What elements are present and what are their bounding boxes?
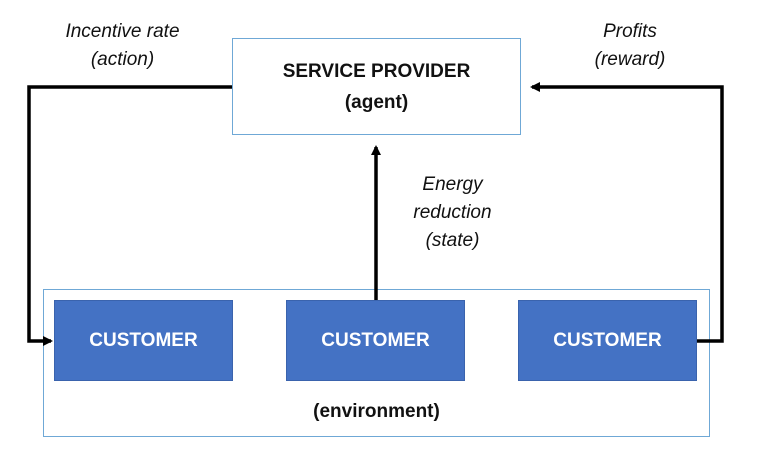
customer-box-3: CUSTOMER: [518, 300, 697, 381]
state-label-line1: Energy: [422, 174, 483, 195]
reward-label-line2: (reward): [594, 49, 666, 70]
agent-title: SERVICE PROVIDER: [282, 61, 471, 82]
action-label: Incentive rate (action): [40, 18, 205, 74]
reward-label: Profits (reward): [570, 18, 690, 74]
state-label-line2: reduction: [413, 202, 492, 223]
state-label-line3: (state): [425, 230, 480, 251]
customer-box-1: CUSTOMER: [54, 300, 233, 381]
customer-box-2: CUSTOMER: [286, 300, 465, 381]
state-label: Energy reduction (state): [395, 171, 510, 255]
action-label-line2: (action): [90, 49, 155, 70]
action-arrow: [27, 85, 232, 346]
agent-subtitle: (agent): [344, 92, 409, 113]
action-label-line1: Incentive rate: [65, 21, 180, 42]
environment-label: (environment): [313, 401, 440, 422]
reward-label-line1: Profits: [603, 21, 657, 42]
reward-arrow: [530, 82, 724, 343]
service-provider-box: SERVICE PROVIDER (agent): [232, 38, 521, 135]
